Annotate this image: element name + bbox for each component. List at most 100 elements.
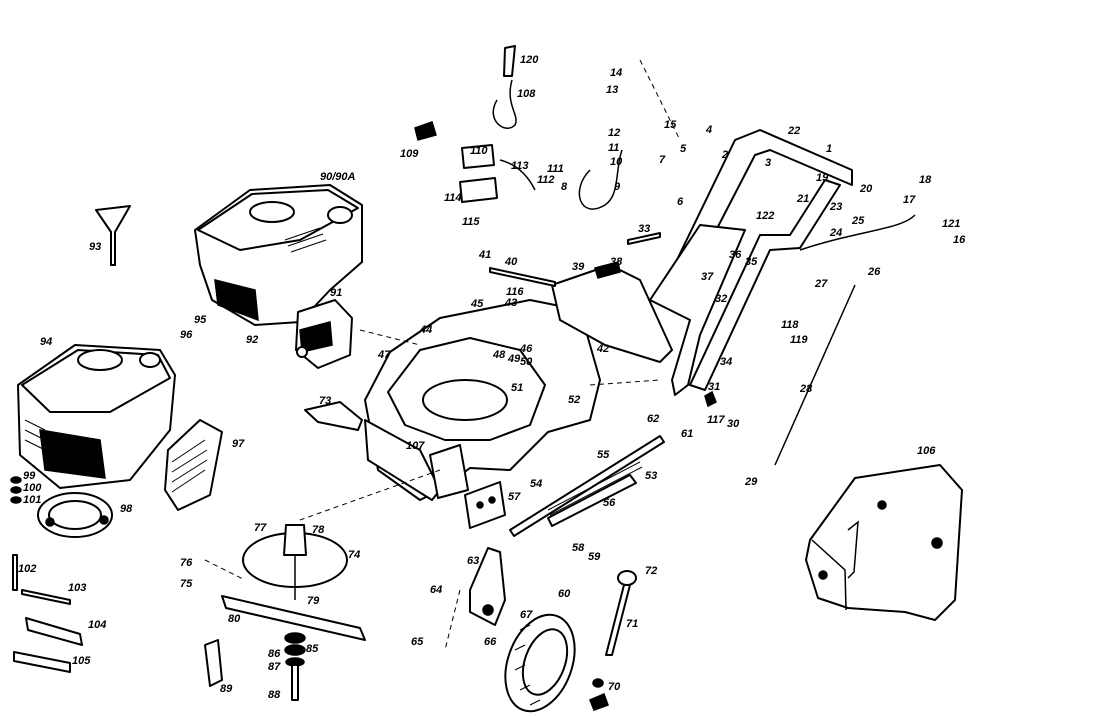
part-number-34: 34	[720, 356, 732, 368]
part-number-113: 113	[511, 160, 529, 172]
part-number-110: 110	[470, 145, 488, 157]
part-number-86: 86	[268, 648, 281, 660]
part-number-12: 12	[608, 127, 620, 139]
part-number-115: 115	[462, 216, 480, 228]
part-number-97: 97	[232, 438, 245, 450]
part-number-49: 49	[507, 353, 521, 365]
part-number-5: 5	[680, 143, 687, 155]
part-number-100: 100	[23, 482, 42, 494]
part-number-1: 1	[826, 143, 832, 155]
part-number-120: 120	[520, 54, 539, 66]
funnel-part	[95, 205, 131, 266]
part-number-44: 44	[419, 324, 432, 336]
part-number-3: 3	[765, 157, 771, 169]
part-number-48: 48	[492, 349, 506, 361]
part-number-72: 72	[645, 565, 657, 577]
part-number-35: 35	[745, 256, 758, 268]
part-number-61: 61	[681, 428, 693, 440]
part-number-105: 105	[72, 655, 91, 667]
part-number-54: 54	[530, 478, 542, 490]
part-number-85: 85	[306, 643, 319, 655]
part-number-25: 25	[851, 215, 865, 227]
part-number-75: 75	[180, 578, 193, 590]
part-number-37: 37	[701, 271, 714, 283]
rear-skirt-part	[304, 401, 363, 431]
part-number-67: 67	[520, 609, 533, 621]
part-number-99: 99	[23, 470, 36, 482]
axle-part	[509, 435, 665, 537]
part-number-62: 62	[647, 413, 659, 425]
part-number-28: 28	[799, 383, 813, 395]
part-number-102: 102	[18, 563, 36, 575]
part-number-20: 20	[859, 183, 873, 195]
part-number-117: 117	[707, 414, 725, 426]
upper-small-parts	[414, 121, 536, 203]
engine-variant-label: 90/90A	[320, 171, 356, 183]
part-number-77: 77	[254, 522, 267, 534]
part-number-50: 50	[520, 356, 533, 368]
part-number-92: 92	[246, 334, 258, 346]
part-number-36: 36	[729, 249, 742, 261]
part-number-114: 114	[444, 192, 462, 204]
blade-assembly-part	[221, 524, 366, 701]
part-number-73: 73	[319, 395, 331, 407]
handle-part	[649, 129, 853, 396]
part-number-27: 27	[814, 278, 828, 290]
part-number-11: 11	[608, 142, 619, 154]
part-number-111: 111	[547, 163, 564, 175]
part-number-39: 39	[572, 261, 585, 273]
part-number-63: 63	[467, 555, 479, 567]
part-number-15: 15	[664, 119, 677, 131]
part-number-41: 41	[478, 249, 491, 261]
part-number-4: 4	[705, 124, 712, 136]
part-number-10: 10	[610, 156, 623, 168]
part-number-94: 94	[40, 336, 52, 348]
part-number-91: 91	[330, 287, 342, 299]
part-number-116: 116	[506, 286, 524, 298]
part-number-45: 45	[470, 298, 484, 310]
part-number-24: 24	[829, 227, 842, 239]
part-number-87: 87	[268, 661, 281, 673]
part-number-6: 6	[677, 196, 684, 208]
height-lever-part	[589, 570, 637, 711]
part-number-64: 64	[430, 584, 442, 596]
part-number-52: 52	[568, 394, 580, 406]
part-number-106: 106	[917, 445, 936, 457]
misc-rods-part	[489, 232, 717, 408]
part-number-108: 108	[517, 88, 536, 100]
part-number-53: 53	[645, 470, 657, 482]
part-number-76: 76	[180, 557, 193, 569]
part-number-107: 107	[406, 440, 425, 452]
part-number-118: 118	[781, 319, 799, 331]
part-number-71: 71	[626, 618, 638, 630]
rear-flap-part	[551, 261, 673, 363]
part-number-70: 70	[608, 681, 621, 693]
part-number-21: 21	[796, 193, 809, 205]
part-number-58: 58	[572, 542, 585, 554]
part-number-16: 16	[953, 234, 966, 246]
part-number-57: 57	[508, 491, 521, 503]
starter-ring-part	[37, 492, 113, 538]
blade-key-part	[204, 639, 223, 687]
part-number-98: 98	[120, 503, 133, 515]
part-number-121: 121	[942, 218, 960, 230]
engine-94-part	[17, 344, 176, 489]
part-number-9: 9	[614, 181, 621, 193]
part-number-95: 95	[194, 314, 207, 326]
part-number-93: 93	[89, 241, 101, 253]
part-number-119: 119	[790, 334, 808, 346]
part-number-88: 88	[268, 689, 281, 701]
part-number-30: 30	[727, 418, 740, 430]
part-number-38: 38	[610, 256, 623, 268]
part-number-18: 18	[919, 174, 932, 186]
part-number-14: 14	[610, 67, 622, 79]
part-number-32: 32	[715, 293, 727, 305]
assembly-lines	[204, 59, 681, 651]
height-adjuster-part	[464, 481, 506, 529]
part-number-43: 43	[504, 297, 517, 309]
part-number-60: 60	[558, 588, 571, 600]
part-number-26: 26	[867, 266, 881, 278]
muffler-guard-part	[164, 419, 223, 511]
